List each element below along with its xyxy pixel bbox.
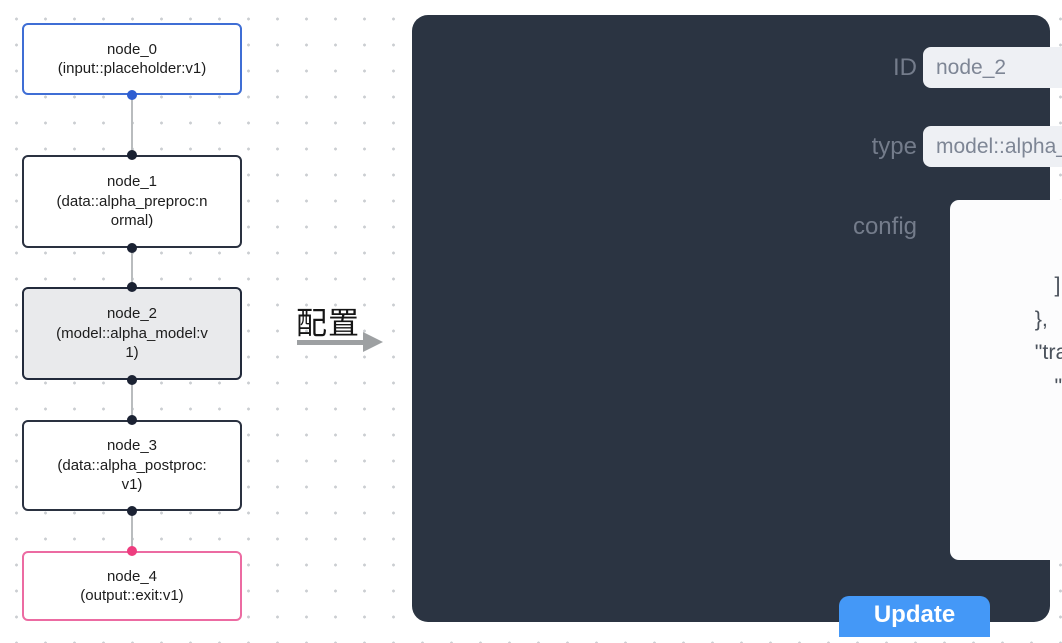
edge-connector [131, 95, 133, 155]
source-handle[interactable] [127, 90, 137, 100]
config-json-text: "raw_action", "pred" ] }, "trace": { "sc… [1034, 273, 1062, 398]
target-handle[interactable] [127, 282, 137, 292]
node-type-label: (data::alpha_preproc:normal) [56, 192, 208, 230]
source-handle[interactable] [127, 506, 137, 516]
source-handle[interactable] [127, 243, 137, 253]
node-id-label: node_1 [106, 173, 158, 191]
flow-node-node_2[interactable]: node_2 (model::alpha_model:v1) [22, 282, 242, 385]
configure-label: 配置 [296, 306, 360, 341]
edge-connector [131, 380, 133, 420]
node-type-label: (output::exit:v1) [80, 587, 184, 604]
node-config-panel: ID type config "raw_action", "pred" ] },… [412, 15, 1062, 637]
target-handle[interactable] [127, 546, 137, 556]
node-type-label: (data::alpha_postproc:v1) [57, 456, 207, 494]
node-id-label: node_3 [106, 437, 158, 455]
config-textarea[interactable]: "raw_action", "pred" ] }, "trace": { "sc… [950, 200, 1062, 560]
arrow-right-icon [363, 332, 383, 352]
type-field-label: type [871, 133, 917, 160]
edge-connector [131, 511, 133, 551]
source-handle[interactable] [127, 375, 137, 385]
edge-connector [131, 248, 133, 287]
type-input[interactable] [923, 126, 1062, 167]
id-input[interactable] [923, 47, 1062, 88]
id-field-label: ID [893, 54, 917, 81]
arrow-right-icon [297, 340, 363, 345]
node-id-label: node_2 [106, 305, 158, 323]
flow-node-node_1[interactable]: node_1 (data::alpha_preproc:normal) [22, 150, 242, 253]
config-field-label: config [852, 213, 917, 240]
flow-node-node_4[interactable]: node_4 (output::exit:v1) [22, 546, 242, 621]
update-button[interactable]: Update [839, 596, 990, 637]
target-handle[interactable] [127, 150, 137, 160]
node-id-label: node_4 [106, 567, 158, 585]
node-type-label: (model::alpha_model:v1) [56, 324, 208, 362]
node-id-label: node_0 [106, 40, 158, 58]
target-handle[interactable] [127, 415, 137, 425]
flow-node-node_0[interactable]: node_0 (input::placeholder:v1) [22, 23, 242, 100]
node-type-label: (input::placeholder:v1) [57, 60, 207, 77]
flow-node-node_3[interactable]: node_3 (data::alpha_postproc:v1) [22, 415, 242, 516]
